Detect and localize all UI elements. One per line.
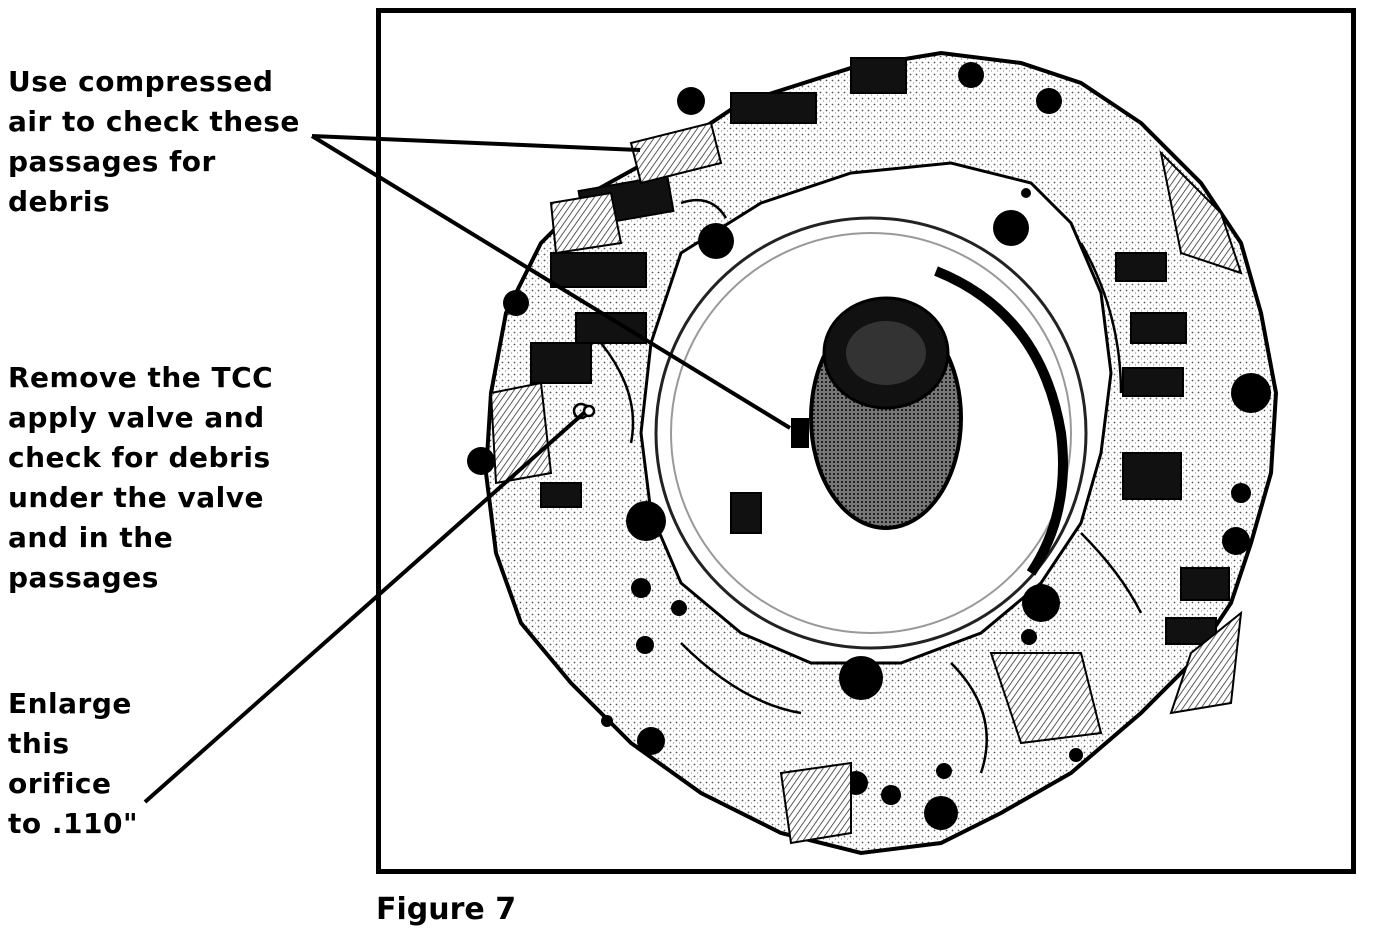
figure-caption: Figure 7 — [376, 892, 517, 927]
tcc-orifice — [582, 404, 596, 418]
annotation-enlarge-orifice: Enlarge this orifice to .110" — [8, 687, 139, 840]
pump-body-illustration — [467, 50, 1279, 856]
annotation-compressed-air: Use compressed air to check these passag… — [8, 65, 300, 218]
annotation-remove-tcc-valve: Remove the TCC apply valve and check for… — [8, 361, 274, 594]
figure-frame — [376, 8, 1356, 874]
